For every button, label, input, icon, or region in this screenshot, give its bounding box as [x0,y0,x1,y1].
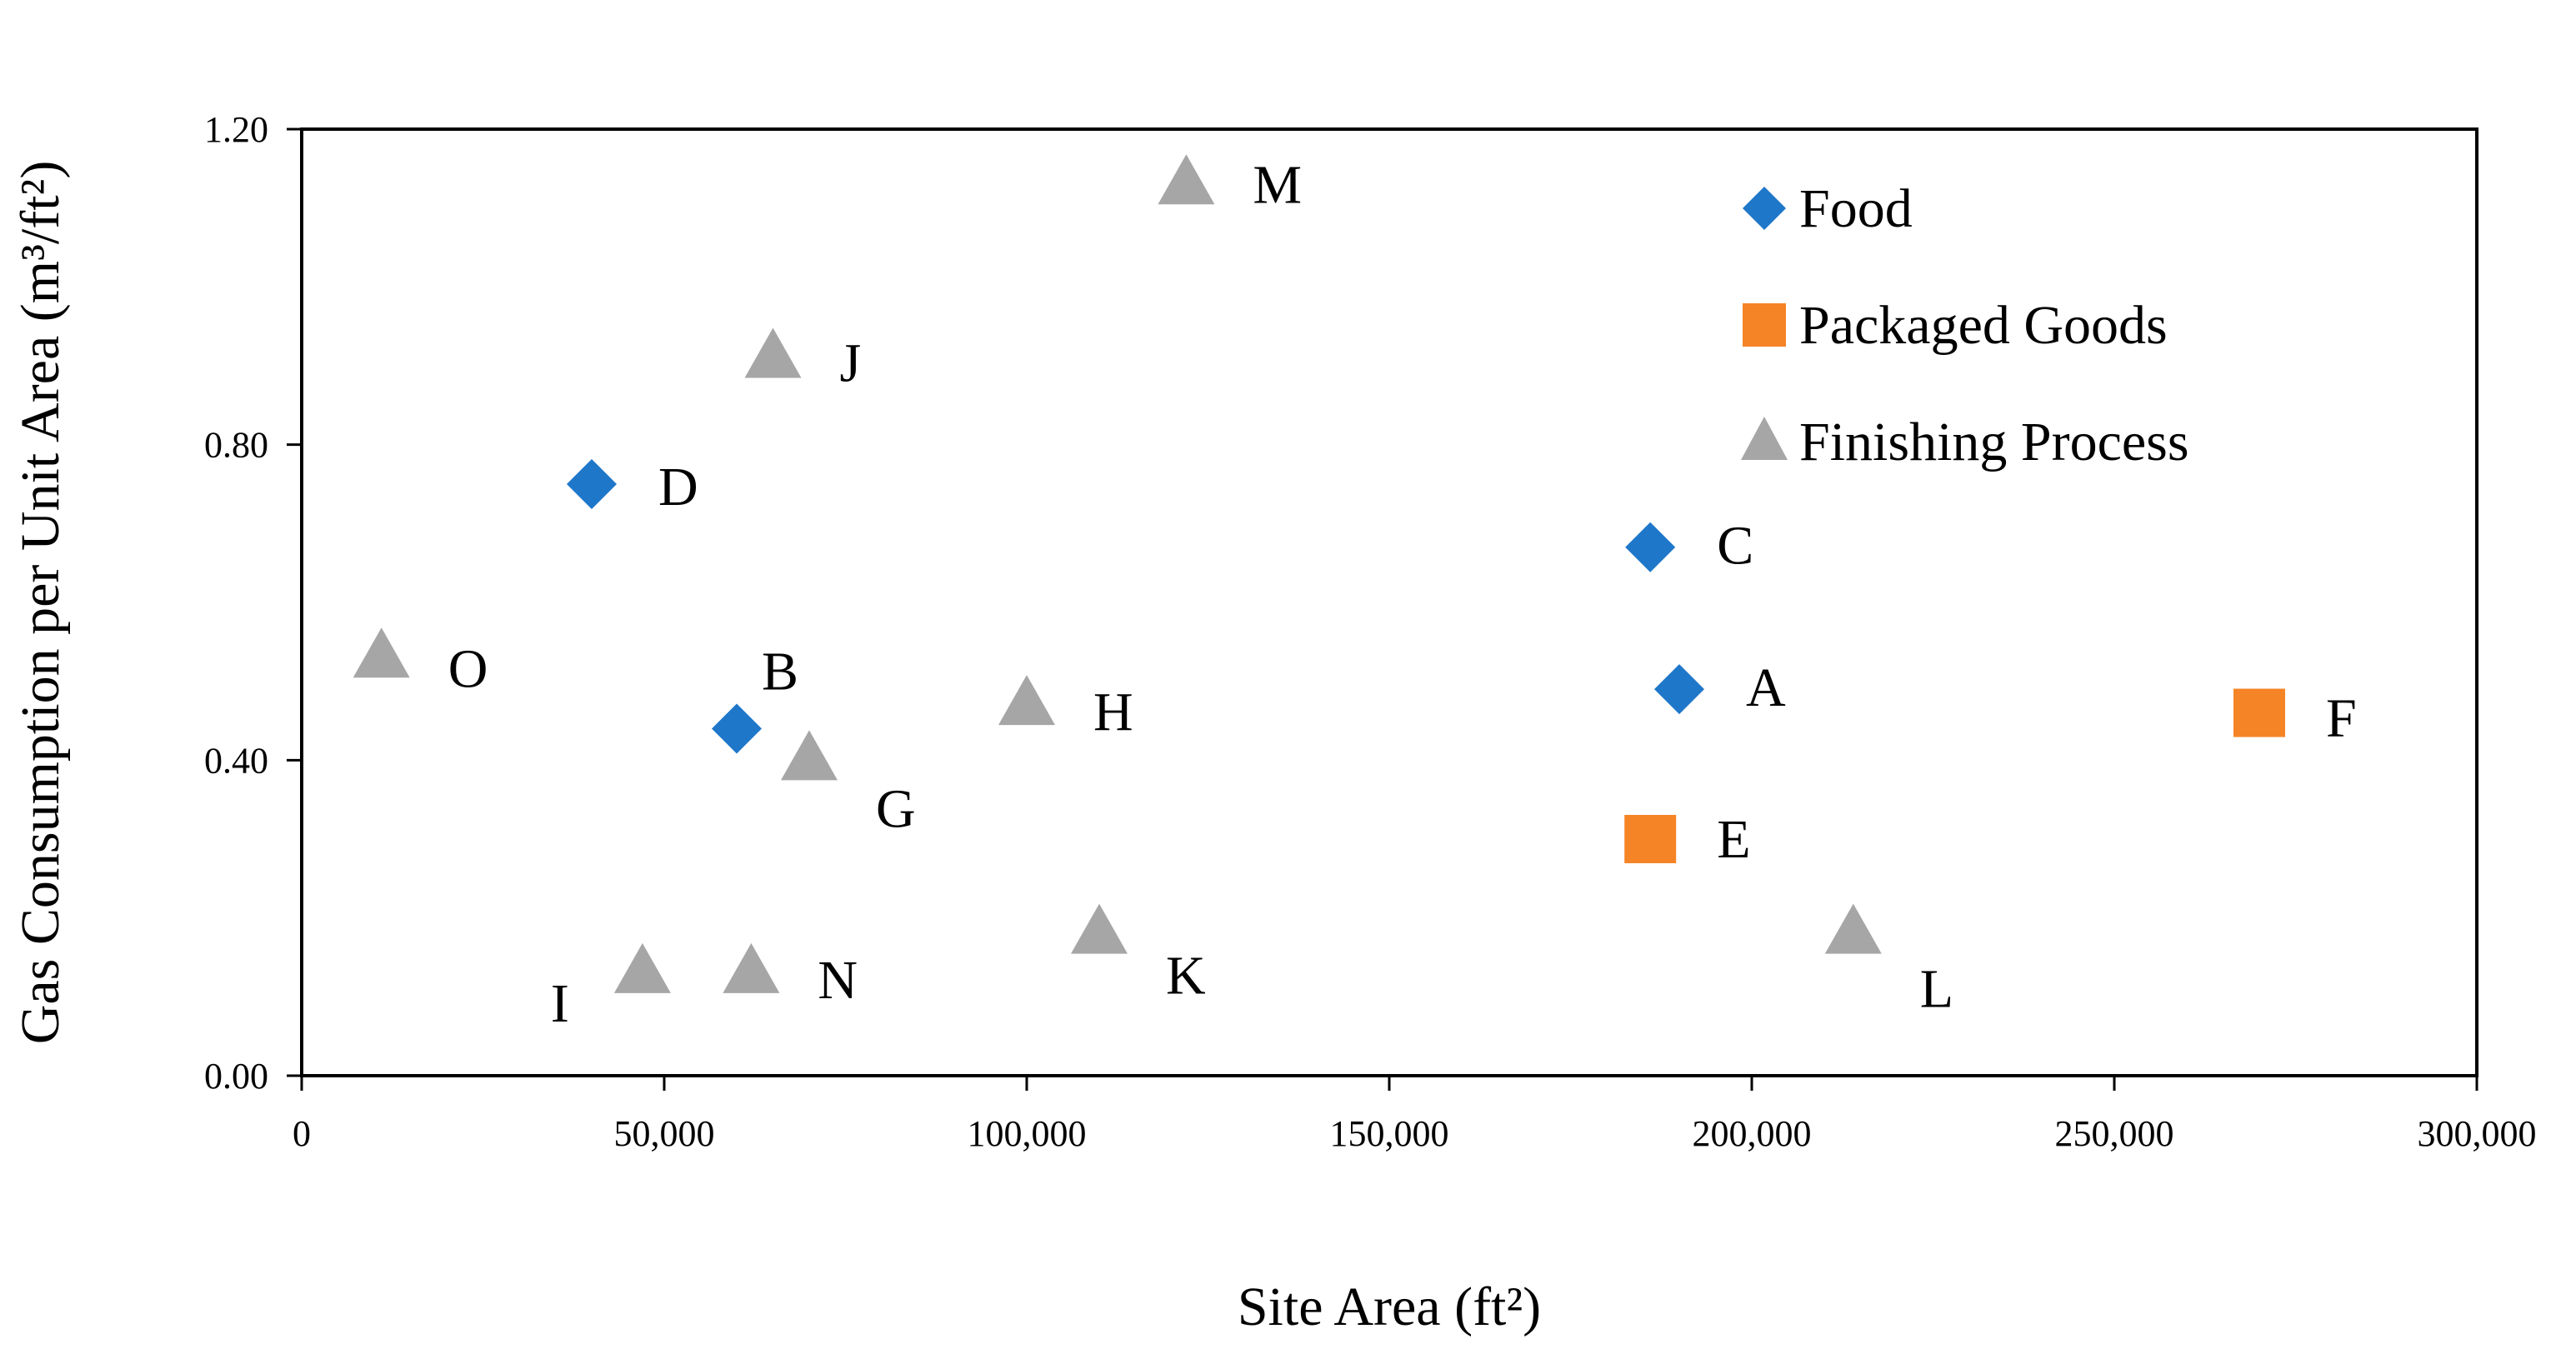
x-tick-label: 250,000 [2055,1113,2174,1154]
x-tick-label: 150,000 [1330,1113,1449,1154]
x-tick-label: 200,000 [1693,1113,1812,1154]
legend-label-0: Food [1799,178,1913,239]
x-tick-label: 0 [293,1113,311,1154]
data-point-i [613,942,671,993]
legend-label-2: Finishing Process [1799,412,2189,472]
point-label-d: D [658,457,698,517]
y-tick-label: 0.00 [204,1056,268,1097]
legend-marker-2 [1741,417,1788,460]
x-tick-label: 100,000 [968,1113,1087,1154]
data-point-n [723,942,780,993]
y-axis: 0.00 0.40 0.80 1.20 [204,109,302,1097]
data-point-l [1824,903,1882,954]
point-label-e: E [1717,809,1750,870]
x-axis-title: Site Area (ft²) [1238,1277,1541,1337]
plot-area [300,127,2478,1077]
y-axis-title: Gas Consumption per Unit Area (m³/ft²) [10,161,71,1045]
data-point-m [1158,154,1215,205]
point-label-n: N [818,950,858,1011]
y-tick-label: 0.40 [204,740,268,781]
data-point-j [744,327,802,378]
point-label-h: H [1093,682,1133,742]
point-label-k: K [1166,946,1206,1007]
legend-label-1: Packaged Goods [1799,295,2168,356]
data-point-c [1625,522,1676,572]
point-label-f: F [2326,688,2357,749]
point-label-a: A [1746,657,1786,718]
x-tick-label: 50,000 [614,1113,715,1154]
data-point-d [567,459,617,509]
data-point-k [1071,903,1128,954]
point-label-g: G [876,778,916,839]
point-label-o: O [448,638,488,699]
data-point-g [781,730,838,781]
data-points [353,154,2285,993]
point-label-l: L [1920,959,1953,1020]
point-label-m: M [1253,154,1302,215]
x-tick-label: 300,000 [2418,1113,2537,1154]
data-point-a [1654,664,1704,715]
legend-marker-1 [1743,303,1786,347]
point-label-c: C [1717,516,1753,577]
y-tick-label: 1.20 [204,109,268,150]
data-point-o [353,627,410,678]
point-label-j: J [840,333,862,394]
legend-marker-0 [1743,187,1786,230]
data-point-h [998,675,1055,726]
data-point-f [2233,688,2285,737]
y-tick-label: 0.80 [204,425,268,466]
x-axis: 0 50,000 100,000 150,000 200,000 250,000 300,0… [293,1076,2537,1154]
point-label-i: I [551,973,569,1034]
data-point-b [712,703,762,754]
data-point-e [1624,815,1677,863]
point-labels: D B C A E F M J O H G K L I N [448,154,2357,1034]
point-label-b: B [762,641,798,702]
